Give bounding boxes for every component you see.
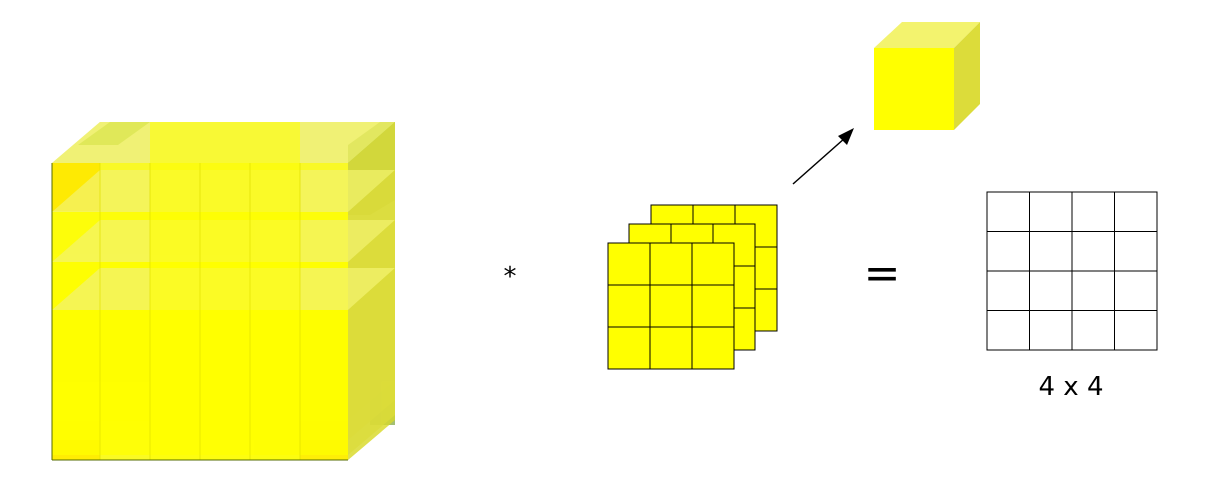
output-cube-side — [954, 22, 980, 130]
input-grid-hints — [99, 163, 301, 460]
arrow-head — [838, 128, 854, 145]
output-cell — [1114, 231, 1158, 272]
output-size-label: 4 x 4 — [1039, 372, 1104, 402]
input-volume — [51, 122, 395, 461]
projection-arrow — [792, 128, 854, 185]
output-cell — [1114, 270, 1158, 311]
output-cell — [986, 231, 1030, 272]
multiply-operator: * — [504, 262, 517, 292]
output-cell — [1114, 191, 1158, 232]
output-cell — [1114, 310, 1158, 351]
output-cell — [986, 270, 1030, 311]
output-cell — [1071, 310, 1115, 351]
output-cube-top — [874, 22, 980, 48]
output-cell — [1029, 231, 1073, 272]
input-center-slab — [150, 122, 300, 460]
output-grid — [986, 191, 1158, 351]
output-cube-front — [874, 48, 954, 130]
filter-stack — [607, 204, 778, 370]
output-cell — [1071, 270, 1115, 311]
output-cell — [1029, 191, 1073, 232]
filter-layer — [607, 242, 735, 370]
output-cell — [1029, 310, 1073, 351]
output-cell — [1071, 191, 1115, 232]
output-cell — [1071, 231, 1115, 272]
output-cube — [874, 22, 980, 130]
output-cell — [986, 310, 1030, 351]
equals-operator: = — [864, 248, 901, 299]
output-cell — [1029, 270, 1073, 311]
output-cell — [986, 191, 1030, 232]
